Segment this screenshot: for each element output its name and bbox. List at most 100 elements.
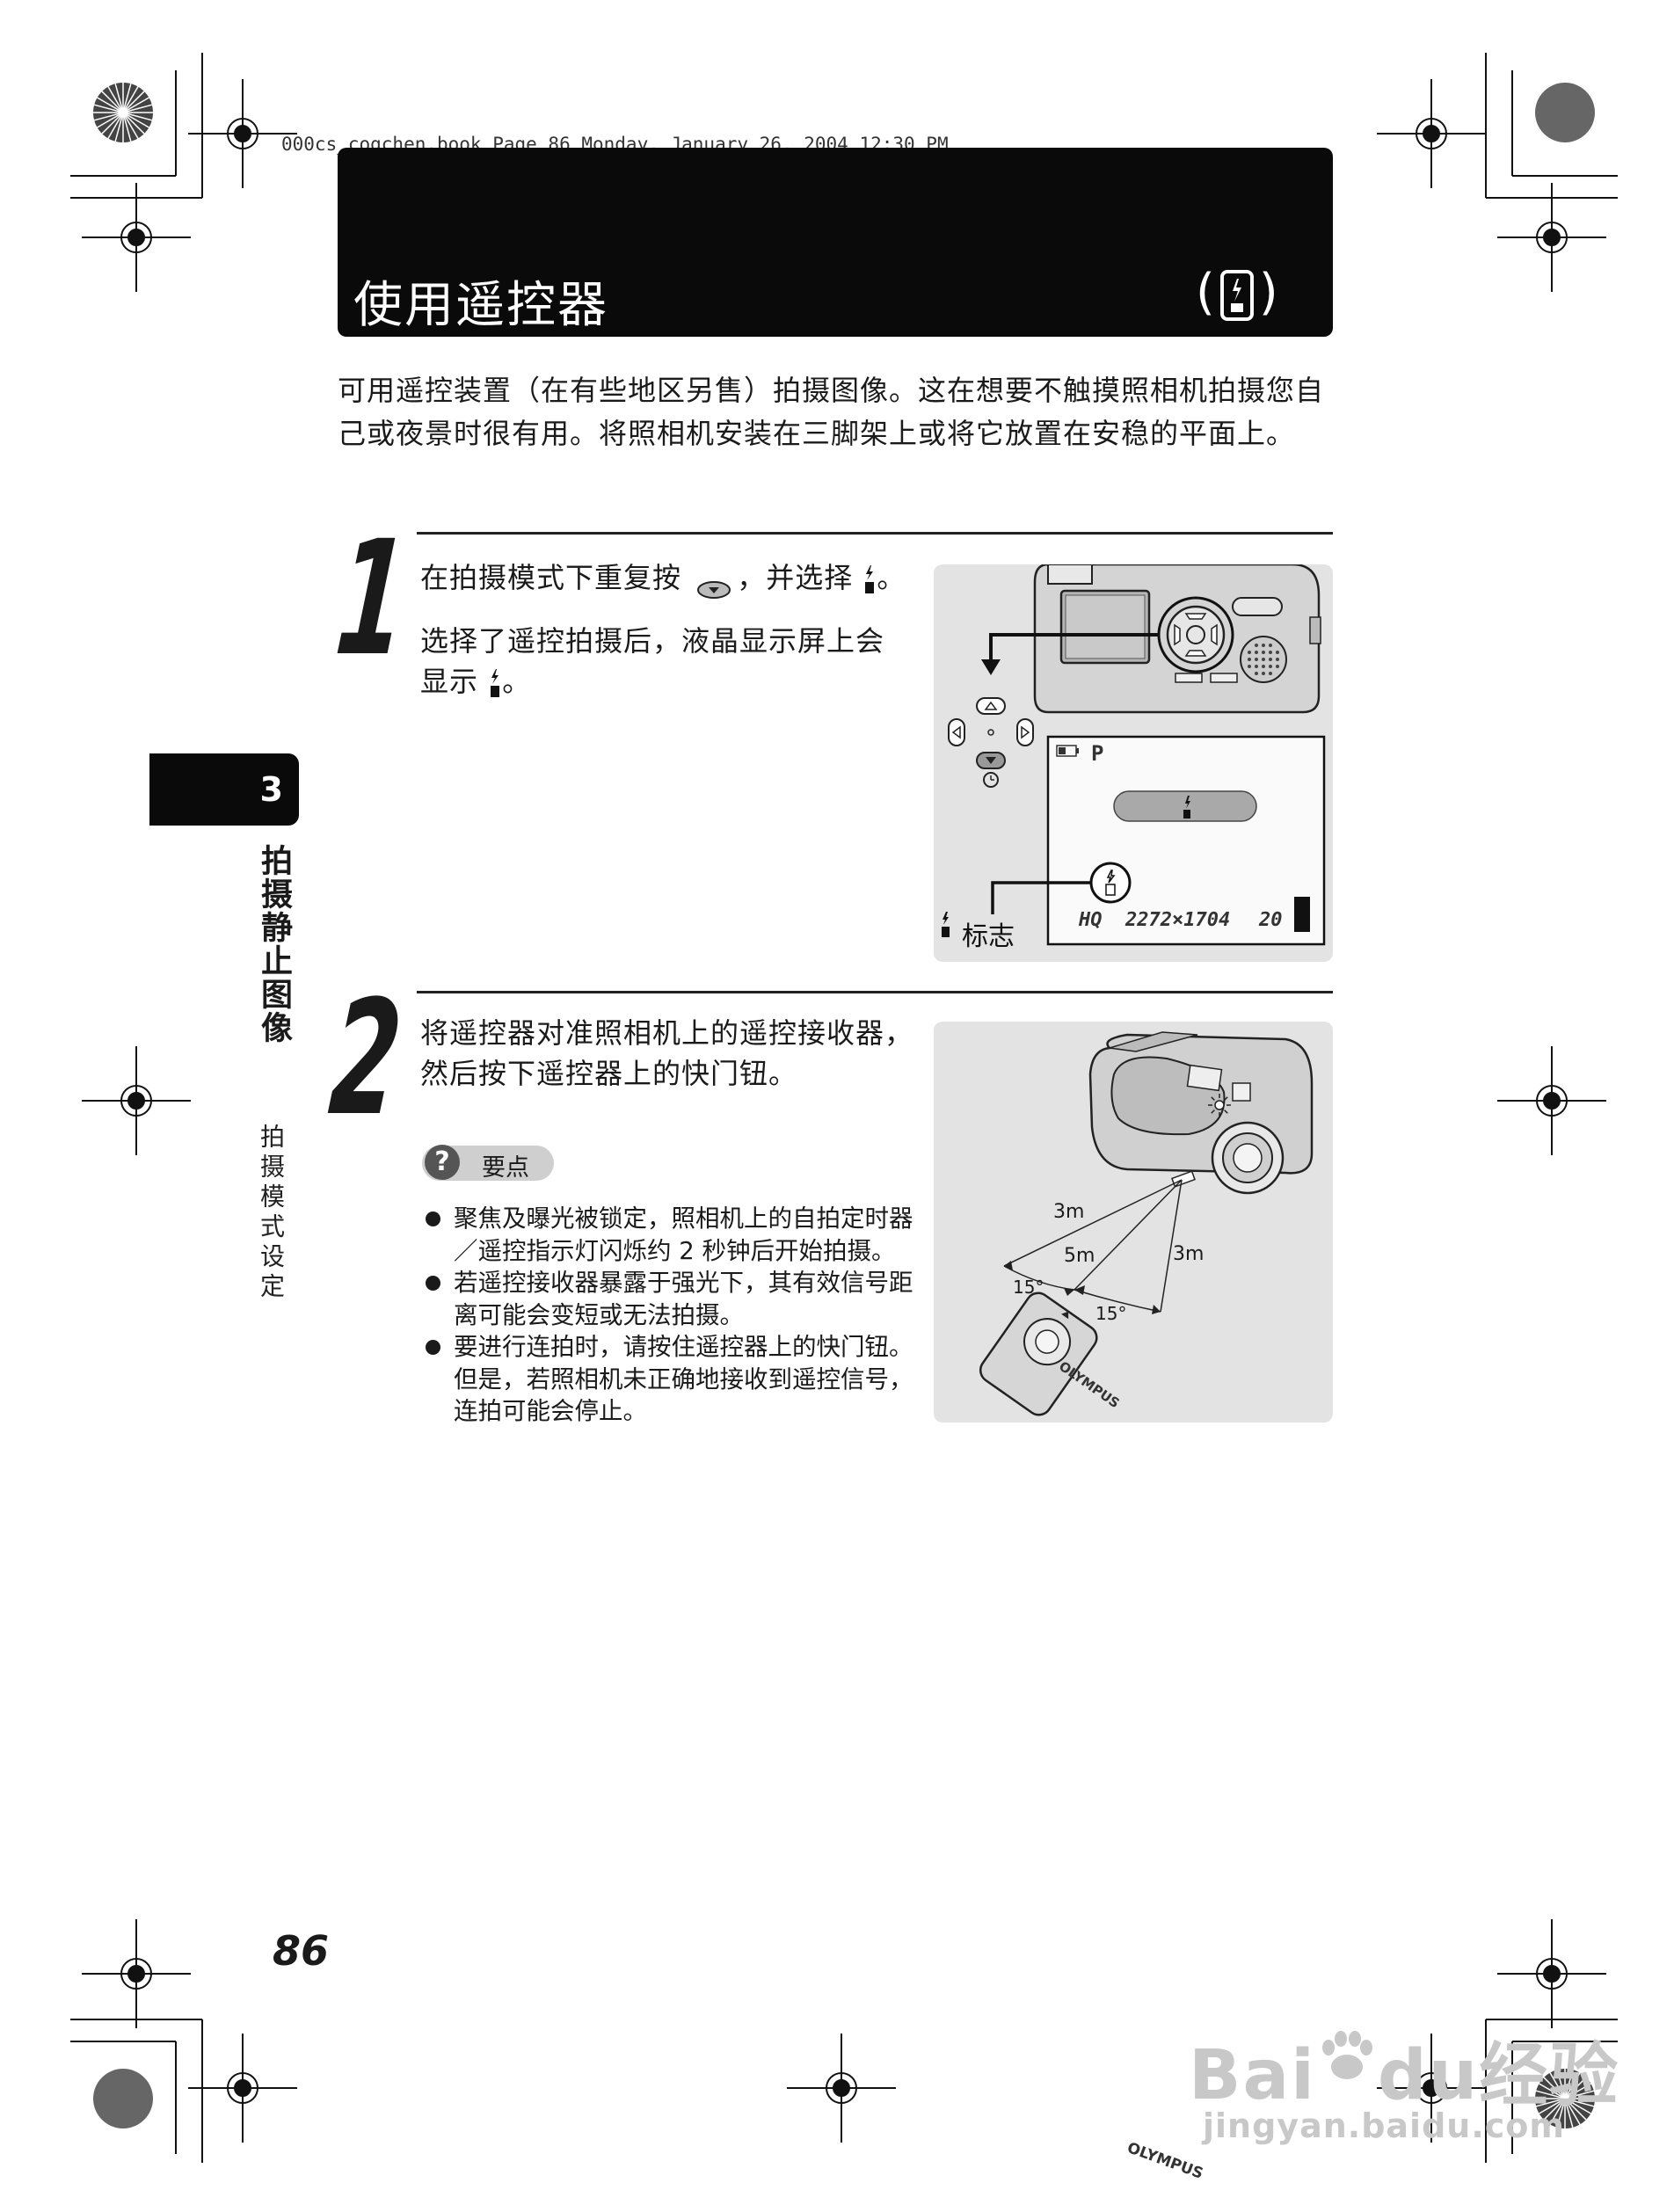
starburst-ray bbox=[1564, 2083, 1591, 2099]
tip-item: 若遥控接收器暴露于强光下，其有效信号距离可能会变短或无法拍摄。 bbox=[426, 1267, 918, 1331]
starburst-ray bbox=[1539, 2098, 1566, 2114]
starburst-ray bbox=[1543, 2077, 1566, 2099]
step-1-desc-b: 。 bbox=[502, 665, 532, 698]
speaker-hole bbox=[1276, 658, 1279, 661]
speaker-hole bbox=[1262, 665, 1265, 668]
starburst-ray bbox=[122, 83, 132, 113]
step-1-text-c: 。 bbox=[877, 561, 906, 594]
section-title: 拍摄模式设定 bbox=[257, 1124, 286, 1303]
angle-label-left: 15° bbox=[1013, 1277, 1044, 1298]
starburst-ray bbox=[114, 83, 124, 113]
speaker-hole bbox=[1255, 658, 1258, 661]
page-number: 86 bbox=[273, 1927, 330, 1975]
starburst-ray bbox=[1564, 2069, 1574, 2099]
starburst-ray bbox=[93, 104, 124, 113]
page-title: 使用遥控器 bbox=[353, 277, 608, 334]
starburst-ray bbox=[122, 104, 153, 113]
starburst-ray bbox=[1556, 2098, 1566, 2128]
step-2-figure: OLYMPUS OLYMPUS 3m 5m 3m 15° 15° bbox=[934, 1022, 1333, 2183]
starburst-ray bbox=[1564, 2090, 1595, 2099]
title-bar bbox=[338, 148, 1333, 337]
starburst-ray bbox=[1535, 2098, 1566, 2107]
starburst-ray bbox=[107, 112, 124, 139]
watermark-url: jingyan.baidu.com bbox=[1203, 2106, 1565, 2145]
speaker-hole bbox=[1276, 665, 1279, 668]
starburst-ray bbox=[1564, 2098, 1595, 2107]
speaker-hole bbox=[1255, 665, 1258, 668]
led-ray bbox=[1211, 1110, 1215, 1114]
step-1-figure: P HQ 2272×1704 20 标志 bbox=[934, 564, 1333, 962]
distance-label-right: 3m bbox=[1173, 1243, 1205, 1265]
speaker-hole bbox=[1262, 651, 1265, 654]
speaker-hole bbox=[1255, 672, 1258, 675]
starburst-ray bbox=[1549, 2098, 1566, 2125]
speaker-hole bbox=[1262, 672, 1265, 675]
title-mode-indicator: () bbox=[1196, 264, 1278, 321]
step-2-instruction: 将遥控器对准照相机上的遥控接收器，然后按下遥控器上的快门钮。 bbox=[420, 1016, 914, 1090]
speaker-hole bbox=[1269, 672, 1272, 675]
speaker-hole bbox=[1248, 658, 1251, 661]
starburst-ray bbox=[122, 97, 149, 113]
question-icon: ? bbox=[425, 1145, 460, 1180]
starburst-ray bbox=[97, 97, 124, 113]
starburst-ray bbox=[1564, 2098, 1574, 2128]
watermark-logo: Bai du经验 bbox=[1189, 2020, 1619, 2119]
step-1-description: 选择了遥控拍摄后，液晶显示屏上会显示 。 bbox=[420, 621, 913, 702]
tips-list: 聚焦及曝光被锁定，照相机上的自拍定时器／遥控指示灯闪烁约 2 秒钟后开始拍摄。 … bbox=[426, 1203, 918, 1428]
step-1-text-b: ，并选择 bbox=[737, 561, 854, 594]
speaker-hole bbox=[1255, 644, 1258, 647]
starburst-ray bbox=[97, 112, 124, 128]
starburst-ray bbox=[101, 91, 124, 113]
starburst-ray bbox=[1543, 2098, 1566, 2121]
speaker-hole bbox=[1269, 651, 1272, 654]
speaker-hole bbox=[1262, 644, 1265, 647]
speaker-hole bbox=[1269, 665, 1272, 668]
mode-close-paren: ) bbox=[1258, 264, 1278, 321]
starburst-ray bbox=[122, 112, 139, 139]
starburst-ray bbox=[1564, 2077, 1587, 2099]
starburst-ray bbox=[122, 112, 132, 142]
tip-text: 若遥控接收器暴露于强光下，其有效信号距离可能会变短或无法拍摄。 bbox=[454, 1269, 913, 1329]
watermark-logo-b: du bbox=[1377, 2036, 1480, 2115]
bullet-icon bbox=[426, 1340, 440, 1355]
tip-item: 聚焦及曝光被锁定，照相机上的自拍定时器／遥控指示灯闪烁约 2 秒钟后开始拍摄。 bbox=[426, 1203, 918, 1267]
starburst-ray bbox=[1556, 2069, 1566, 2099]
led-ray bbox=[1224, 1096, 1228, 1101]
remote-control-icon bbox=[1219, 269, 1254, 321]
speaker-hole bbox=[1248, 651, 1251, 654]
starburst-ray bbox=[1564, 2072, 1581, 2099]
starburst-ray bbox=[1549, 2072, 1566, 2099]
speaker-hole bbox=[1262, 658, 1265, 661]
step-1-instruction: 在拍摄模式下重复按 ，并选择 。 bbox=[420, 557, 913, 599]
speaker-hole bbox=[1276, 651, 1279, 654]
starburst-ray bbox=[122, 112, 149, 128]
speaker-hole bbox=[1255, 651, 1258, 654]
distance-label-center: 5m bbox=[1064, 1245, 1095, 1267]
starburst-ray bbox=[122, 91, 145, 113]
callout-label: 标志 bbox=[962, 921, 1015, 952]
tip-item: 要进行连拍时，请按住遥控器上的快门钮。但是，若照相机未正确地接收到遥控信号，连拍… bbox=[426, 1331, 918, 1428]
speaker-hole bbox=[1269, 644, 1272, 647]
starburst-ray bbox=[122, 112, 145, 135]
mode-open-paren: ( bbox=[1196, 264, 1215, 321]
remote-range-illustration bbox=[979, 1031, 1314, 1416]
watermark-logo-a: Bai bbox=[1189, 2036, 1316, 2115]
remote-mode-icon bbox=[862, 564, 877, 594]
tip-text: 要进行连拍时，请按住遥控器上的快门钮。但是，若照相机未正确地接收到遥控信号，连拍… bbox=[454, 1333, 913, 1425]
lcd-mode-letter: P bbox=[1091, 741, 1104, 766]
step-1-desc-a: 选择了遥控拍摄后，液晶显示屏上会显示 bbox=[420, 624, 885, 698]
starburst-ray bbox=[1564, 2098, 1581, 2125]
bullet-icon bbox=[426, 1212, 440, 1226]
step-number-2: 2 bbox=[324, 967, 408, 1151]
down-button-icon bbox=[696, 570, 731, 599]
distance-label-left: 3m bbox=[1053, 1201, 1085, 1223]
remote-mode-icon bbox=[488, 668, 502, 698]
lcd-frames-left: 20 bbox=[1259, 909, 1283, 931]
starburst-ray bbox=[1535, 2090, 1566, 2099]
starburst-ray bbox=[101, 112, 124, 135]
watermark-logo-c: 经验 bbox=[1479, 2036, 1620, 2115]
chapter-title: 拍摄静止图像 bbox=[256, 844, 292, 1044]
camera-back-illustration bbox=[942, 564, 1326, 946]
starburst-ray bbox=[93, 112, 124, 121]
speaker-hole bbox=[1269, 658, 1272, 661]
